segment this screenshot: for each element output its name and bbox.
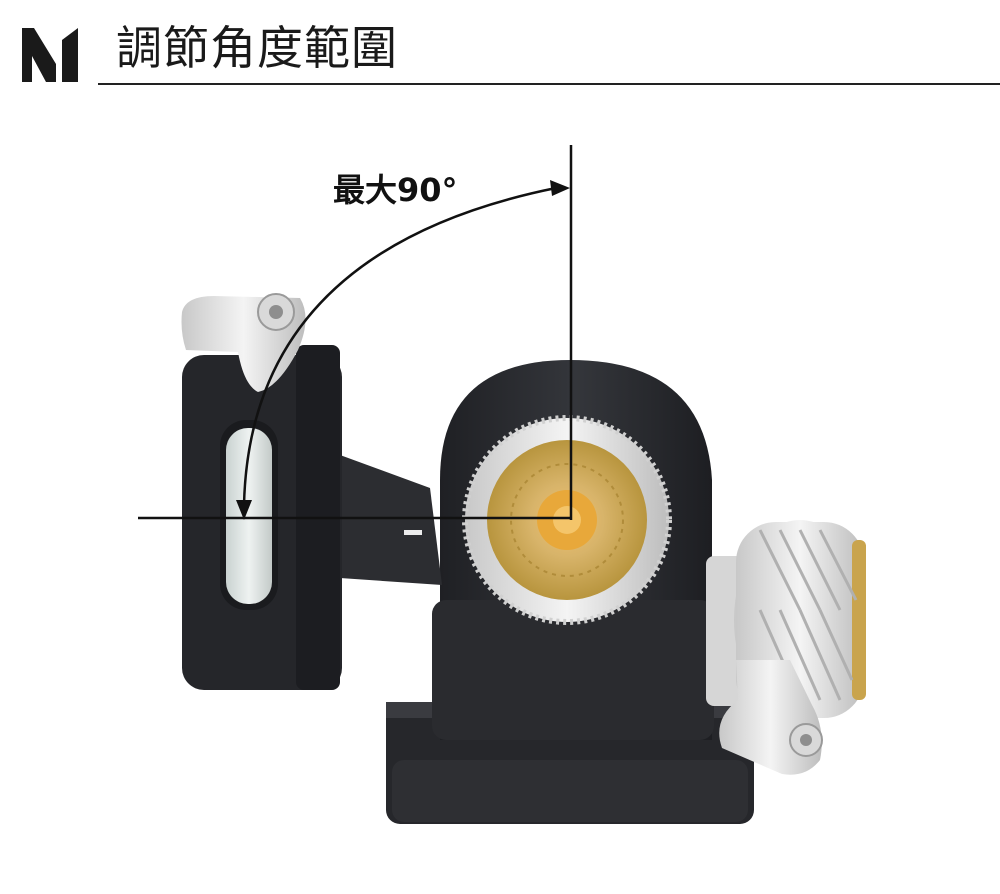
angle-indicator [138,145,573,520]
brand-logo [22,28,78,82]
arrow-head-bottom [236,500,252,520]
clamp-arm [340,455,442,585]
header-divider [98,83,1000,85]
lower-lever [719,660,823,775]
product-illustration [138,145,866,824]
max-angle-label: 最大90° [333,171,458,209]
brass-screw [487,440,647,600]
header: 調節角度範圍 [0,0,1000,90]
side-knob [706,520,866,720]
arrow-head-top [550,180,570,196]
page-title: 調節角度範圍 [116,21,398,75]
